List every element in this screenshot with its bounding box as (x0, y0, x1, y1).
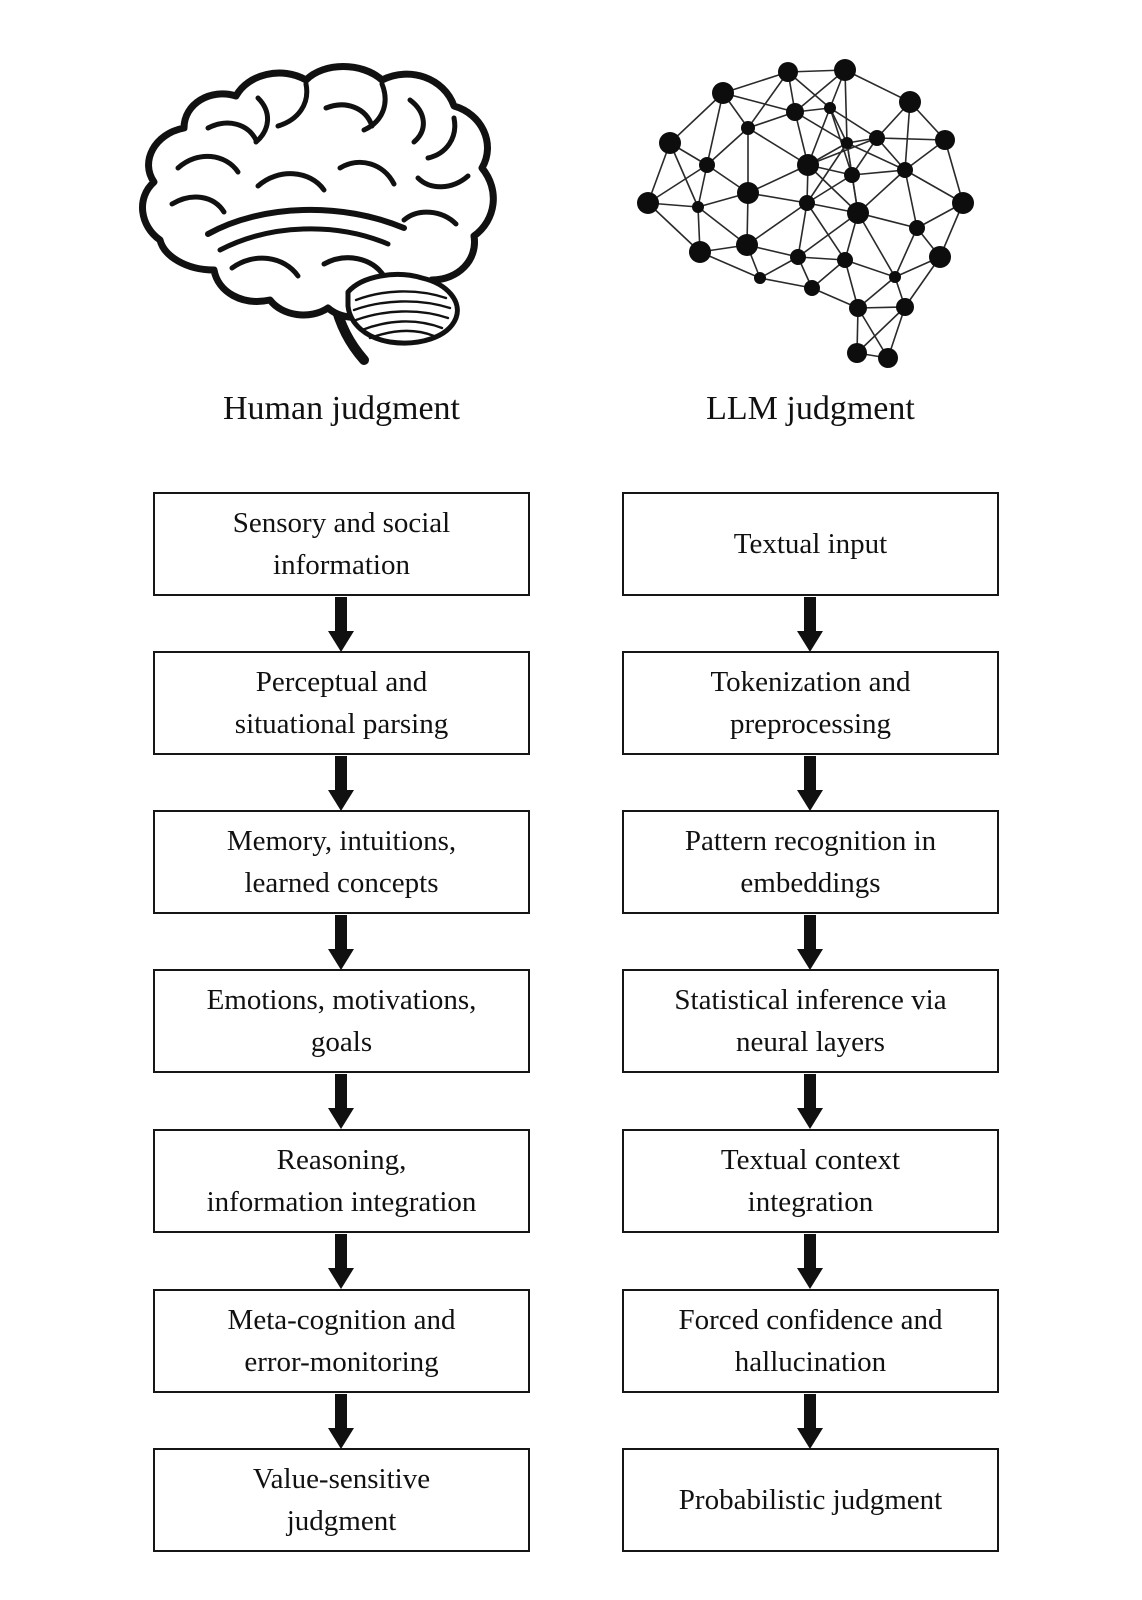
llm-step-7-box: Probabilistic judgment (622, 1448, 999, 1552)
down-arrow-icon (328, 597, 354, 652)
down-arrow-icon (328, 1074, 354, 1129)
human-brain-illustration (112, 52, 507, 367)
down-arrow-icon (797, 597, 823, 652)
human-step-5-box: Reasoning, information integration (153, 1129, 530, 1233)
llm-step-6-box: Forced confidence and hallucination (622, 1289, 999, 1393)
down-arrow-icon (328, 756, 354, 811)
down-arrow-icon (328, 1394, 354, 1449)
llm-step-2-box: Tokenization and preprocessing (622, 651, 999, 755)
llm-network-illustration (625, 55, 975, 370)
human-step-3-box: Memory, intuitions, learned concepts (153, 810, 530, 914)
network-brain-icon (637, 59, 974, 368)
down-arrow-icon (328, 915, 354, 970)
human-step-2-box: Perceptual and situational parsing (153, 651, 530, 755)
down-arrow-icon (797, 1234, 823, 1289)
human-step-4-box: Emotions, motivations, goals (153, 969, 530, 1073)
human-judgment-label: Human judgment (222, 390, 461, 427)
llm-step-3-box: Pattern recognition in embeddings (622, 810, 999, 914)
human-step-7-box: Value-sensitive judgment (153, 1448, 530, 1552)
down-arrow-icon (797, 1394, 823, 1449)
human-step-6-box: Meta-cognition and error-monitoring (153, 1289, 530, 1393)
down-arrow-icon (328, 1234, 354, 1289)
llm-step-5-box: Textual context integration (622, 1129, 999, 1233)
llm-judgment-label: LLM judgment (706, 390, 915, 427)
human-brain-icon (139, 63, 497, 365)
human-step-1-box: Sensory and social information (153, 492, 530, 596)
llm-step-1-box: Textual input (622, 492, 999, 596)
down-arrow-icon (797, 1074, 823, 1129)
down-arrow-icon (797, 915, 823, 970)
down-arrow-icon (797, 756, 823, 811)
llm-step-4-box: Statistical inference via neural layers (622, 969, 999, 1073)
